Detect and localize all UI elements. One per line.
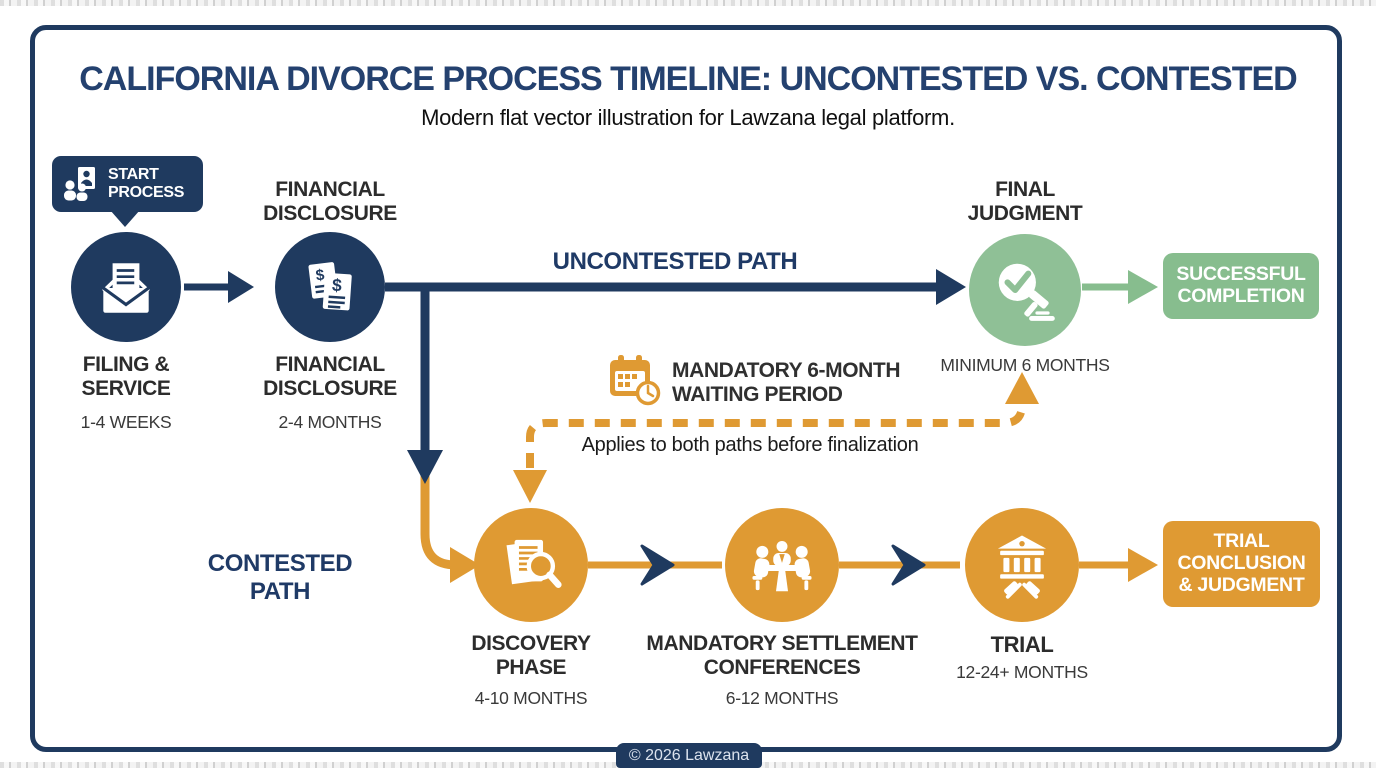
label-discovery-phase: DISCOVERY PHASE [471,632,591,679]
document-magnifier-icon [506,539,562,588]
label-financial-disclosure: FINANCIAL DISCLOSURE [263,353,397,400]
label-financial-disclosure-top: FINANCIAL DISCLOSURE [263,178,397,225]
duration-discovery-phase: 4-10 MONTHS [474,688,588,708]
node-final-judgment [969,234,1081,346]
successful-completion-box: SUCCESSFUL COMPLETION [1163,253,1319,319]
start-badge-label: START PROCESS [108,166,185,201]
copyright-badge: © 2026 Lawzana [616,743,762,768]
waiting-period-dashed-path [513,372,1039,503]
discovery-to-settlement-arrow [588,544,722,586]
start-process-badge: START PROCESS [52,156,203,212]
node-discovery-phase [474,508,588,622]
trial-conclusion-box: TRIAL CONCLUSION & JUDGMENT [1163,521,1320,607]
envelope-letter-icon [102,263,150,313]
calendar-clock-icon [610,355,661,406]
waiting-period-title: MANDATORY 6-MONTH WAITING PERIOD [672,359,901,406]
page-title: CALIFORNIA DIVORCE PROCESS TIMELINE: UNC… [79,60,1297,98]
duration-financial-disclosure: 2-4 MONTHS [278,412,382,432]
settlement-to-trial-arrow [839,544,960,586]
top-border-pattern [0,0,1376,6]
contested-path-label: CONTESTED PATH [207,550,353,605]
node-settlement-conferences [725,508,839,622]
start-badge-tail [110,210,140,227]
people-document-icon [64,167,95,201]
duration-trial: 12-24+ MONTHS [956,662,1088,682]
label-final-judgment: FINAL JUDGMENT [967,178,1083,225]
uncontested-path-arrow [385,269,966,305]
contested-elbow-arrow [420,468,480,583]
svg-text:$: $ [315,267,326,285]
label-trial: TRIAL [990,632,1054,657]
duration-filing-service: 1-4 WEEKS [80,412,172,432]
duration-final-judgment: MINIMUM 6 MONTHS [940,355,1110,375]
label-settlement-conferences: MANDATORY SETTLEMENT CONFERENCES [646,632,918,679]
uncontested-path-label: UNCONTESTED PATH [552,248,798,275]
node-financial-disclosure: $ $ [275,232,385,342]
courthouse-gavel-icon [997,535,1047,599]
filing-to-financial-arrow [184,271,254,303]
meeting-table-icon [752,540,812,592]
node-filing-service [71,232,181,342]
label-filing-service: FILING & SERVICE [81,353,171,400]
node-trial [965,508,1079,622]
trial-to-conclusion-arrow [1079,548,1158,582]
svg-text:$: $ [331,275,342,296]
branch-down-arrow [407,289,443,484]
waiting-period-note: Applies to both paths before finalizatio… [581,434,919,456]
duration-settlement-conferences: 6-12 MONTHS [725,688,839,708]
dollar-documents-icon: $ $ [308,262,352,311]
page-subtitle: Modern flat vector illustration for Lawz… [421,105,955,130]
judgment-to-completion-arrow [1082,270,1158,304]
check-gavel-icon [998,263,1055,321]
